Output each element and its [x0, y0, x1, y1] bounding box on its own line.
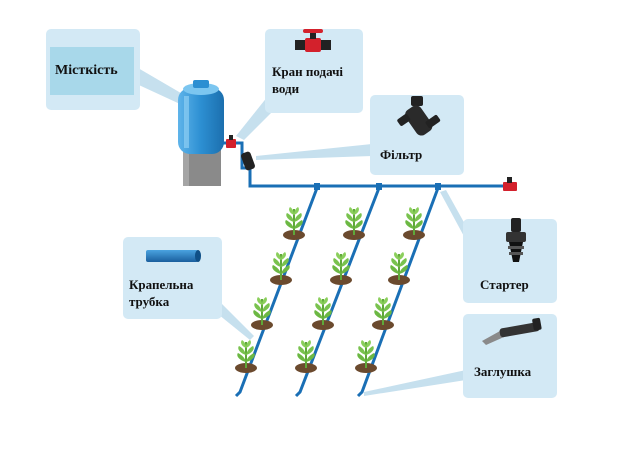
plant-icon — [387, 251, 411, 286]
drip-lines — [234, 187, 440, 398]
drip-line-1 — [234, 187, 319, 398]
filter-icon — [241, 151, 255, 171]
drip-tube-callout-icon — [146, 250, 201, 262]
end-valve-icon — [503, 177, 517, 191]
plant-icon — [250, 296, 274, 331]
valve-icon — [226, 135, 236, 148]
end-plug-callout — [463, 314, 557, 398]
plant-icon — [234, 339, 258, 374]
end-plug-label: Заглушка — [474, 364, 532, 379]
plant-icon — [329, 251, 353, 286]
drip-line-2 — [294, 187, 381, 398]
tank-label: Місткість — [55, 63, 118, 78]
tank-leader — [128, 68, 186, 104]
filter-callout — [370, 95, 464, 175]
plant-icon — [282, 206, 306, 241]
starter-leader — [440, 190, 466, 240]
plant-icon — [269, 251, 293, 286]
starter-callout-icon — [506, 218, 526, 262]
plant-icon — [354, 339, 378, 374]
drip-connectors — [314, 183, 441, 190]
plant-icon — [294, 339, 318, 374]
valve-callout — [265, 29, 363, 113]
filter-label: Фільтр — [380, 147, 423, 162]
plant-icon — [311, 296, 335, 331]
tank-label-box — [50, 47, 134, 95]
drip-tube-label: Крапельна трубка — [129, 277, 194, 309]
end-plug-leader — [364, 370, 466, 396]
plants — [234, 206, 426, 374]
valve-label: Кран подачі води — [272, 64, 344, 96]
end-plug-callout-icon — [482, 317, 542, 345]
filter-callout-icon — [397, 96, 441, 136]
filter-leader — [256, 144, 372, 160]
plant-icon — [371, 296, 395, 331]
starter-callout — [463, 219, 557, 303]
plant-icon — [402, 206, 426, 241]
starter-label: Стартер — [480, 277, 529, 292]
drip-line-3 — [356, 187, 440, 398]
valve-callout-icon — [295, 29, 331, 52]
plant-icon — [342, 206, 366, 241]
tank-icon — [178, 80, 224, 186]
